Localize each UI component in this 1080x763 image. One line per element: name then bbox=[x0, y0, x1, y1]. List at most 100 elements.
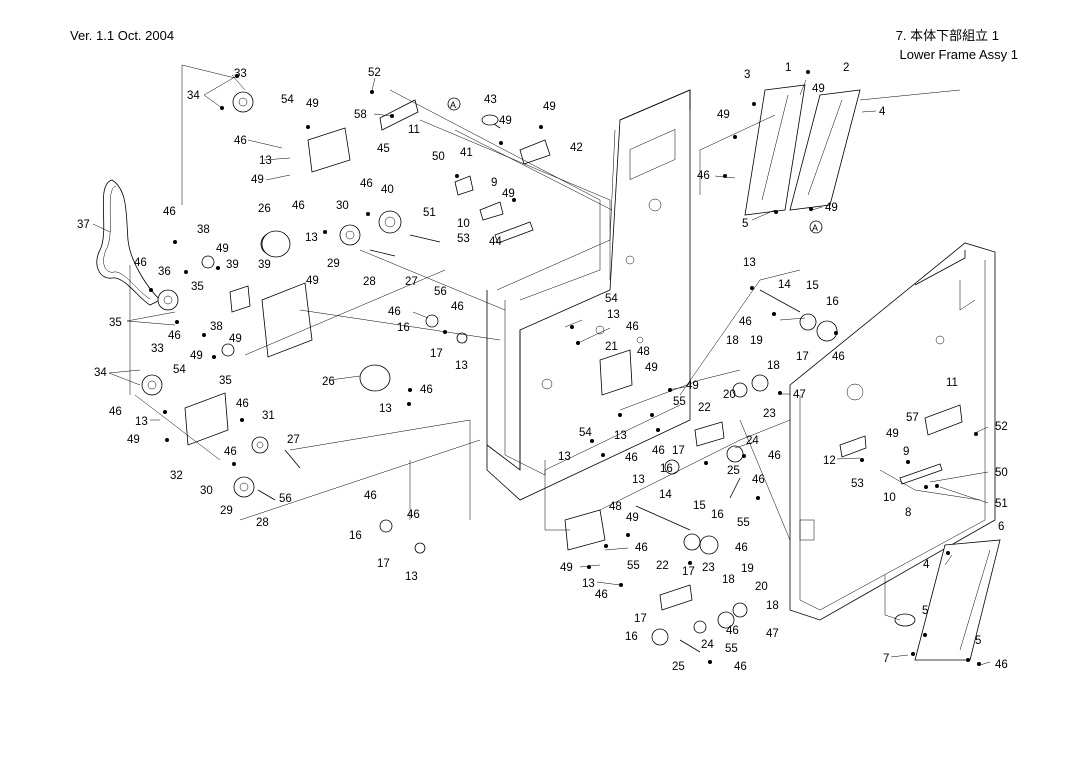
callout-46: 46 bbox=[168, 330, 181, 342]
callout-46: 46 bbox=[726, 625, 739, 637]
callout-47: 47 bbox=[793, 389, 806, 401]
callout-30: 30 bbox=[336, 200, 349, 212]
callout-20: 20 bbox=[723, 389, 736, 401]
callout-44: 44 bbox=[489, 236, 502, 248]
callout-46: 46 bbox=[595, 589, 608, 601]
callout-25: 25 bbox=[727, 465, 740, 477]
callout-16: 16 bbox=[349, 530, 362, 542]
callout-46: 46 bbox=[739, 316, 752, 328]
callout-6: 6 bbox=[998, 521, 1004, 533]
callout-23: 23 bbox=[702, 562, 715, 574]
callout-30: 30 bbox=[200, 485, 213, 497]
callout-54: 54 bbox=[173, 364, 186, 376]
callout-49: 49 bbox=[251, 174, 264, 186]
page-subtitle: Lower Frame Assy 1 bbox=[899, 47, 1019, 62]
callout-14: 14 bbox=[659, 489, 672, 501]
callout-51: 51 bbox=[995, 498, 1008, 510]
callout-33: 33 bbox=[234, 68, 247, 80]
brackets bbox=[184, 99, 963, 611]
fasteners bbox=[149, 70, 981, 666]
callout-13: 13 bbox=[379, 403, 392, 415]
callout-13: 13 bbox=[305, 232, 318, 244]
callout-11: 11 bbox=[408, 124, 420, 136]
callout-26: 26 bbox=[322, 376, 335, 388]
callout-46: 46 bbox=[292, 200, 305, 212]
callout-13: 13 bbox=[558, 451, 571, 463]
callout-32: 32 bbox=[170, 470, 183, 482]
callout-17: 17 bbox=[672, 445, 685, 457]
callout-16: 16 bbox=[397, 322, 410, 334]
callout-54: 54 bbox=[605, 293, 618, 305]
callout-49: 49 bbox=[306, 98, 319, 110]
callout-46: 46 bbox=[224, 446, 237, 458]
ref-marker-a-right bbox=[809, 220, 823, 234]
ref-marker-a-right-label: A bbox=[812, 223, 818, 233]
callout-15: 15 bbox=[693, 500, 706, 512]
callout-51: 51 bbox=[423, 207, 436, 219]
leader-lines bbox=[92, 74, 991, 666]
callout-49: 49 bbox=[499, 115, 512, 127]
callout-16: 16 bbox=[660, 463, 673, 475]
callout-20: 20 bbox=[755, 581, 768, 593]
callout-55: 55 bbox=[725, 643, 738, 655]
callout-53: 53 bbox=[457, 233, 470, 245]
callout-28: 28 bbox=[363, 276, 376, 288]
callout-47: 47 bbox=[766, 628, 779, 640]
callout-13: 13 bbox=[614, 430, 627, 442]
callout-45: 45 bbox=[377, 143, 390, 155]
callout-9: 9 bbox=[491, 177, 497, 189]
callout-40: 40 bbox=[381, 184, 394, 196]
callout-33: 33 bbox=[151, 343, 164, 355]
callout-19: 19 bbox=[741, 563, 754, 575]
callout-15: 15 bbox=[806, 280, 819, 292]
callout-34: 34 bbox=[94, 367, 107, 379]
callout-41: 41 bbox=[460, 147, 473, 159]
page-title: 7. 本体下部組立 1 bbox=[895, 28, 999, 43]
callout-48: 48 bbox=[609, 501, 622, 513]
callout-46: 46 bbox=[109, 406, 122, 418]
callout-7: 7 bbox=[883, 653, 889, 665]
callout-13: 13 bbox=[743, 257, 756, 269]
callout-55: 55 bbox=[627, 560, 640, 572]
callout-13: 13 bbox=[405, 571, 418, 583]
callout-27: 27 bbox=[287, 434, 300, 446]
right-side-frame bbox=[789, 242, 996, 621]
gears bbox=[141, 91, 838, 646]
callout-25: 25 bbox=[672, 661, 685, 673]
callout-34: 34 bbox=[187, 90, 200, 102]
callout-46: 46 bbox=[652, 445, 665, 457]
callout-13: 13 bbox=[259, 155, 272, 167]
callout-54: 54 bbox=[579, 427, 592, 439]
callout-46: 46 bbox=[626, 321, 639, 333]
callout-17: 17 bbox=[377, 558, 390, 570]
callout-29: 29 bbox=[220, 505, 233, 517]
callout-46: 46 bbox=[163, 206, 176, 218]
callout-56: 56 bbox=[279, 493, 292, 505]
callout-49: 49 bbox=[626, 512, 639, 524]
callout-53: 53 bbox=[851, 478, 864, 490]
callout-46: 46 bbox=[734, 661, 747, 673]
motors bbox=[201, 114, 916, 627]
callout-39: 39 bbox=[258, 259, 271, 271]
callout-12: 12 bbox=[823, 455, 836, 467]
callout-21: 21 bbox=[605, 341, 618, 353]
callout-58: 58 bbox=[354, 109, 367, 121]
callout-38: 38 bbox=[210, 321, 223, 333]
callout-49: 49 bbox=[216, 243, 229, 255]
callout-36: 36 bbox=[158, 266, 171, 278]
callout-18: 18 bbox=[722, 574, 735, 586]
callout-52: 52 bbox=[995, 421, 1008, 433]
callout-5: 5 bbox=[742, 218, 748, 230]
callout-55: 55 bbox=[737, 517, 750, 529]
callout-24: 24 bbox=[746, 435, 759, 447]
callout-46: 46 bbox=[635, 542, 648, 554]
callout-17: 17 bbox=[634, 613, 647, 625]
callout-52: 52 bbox=[368, 67, 381, 79]
callout-5: 5 bbox=[922, 605, 928, 617]
callout-49: 49 bbox=[812, 83, 825, 95]
callout-50: 50 bbox=[995, 467, 1008, 479]
ref-marker-a-top-label: A bbox=[450, 100, 456, 110]
callout-46: 46 bbox=[768, 450, 781, 462]
callout-16: 16 bbox=[826, 296, 839, 308]
